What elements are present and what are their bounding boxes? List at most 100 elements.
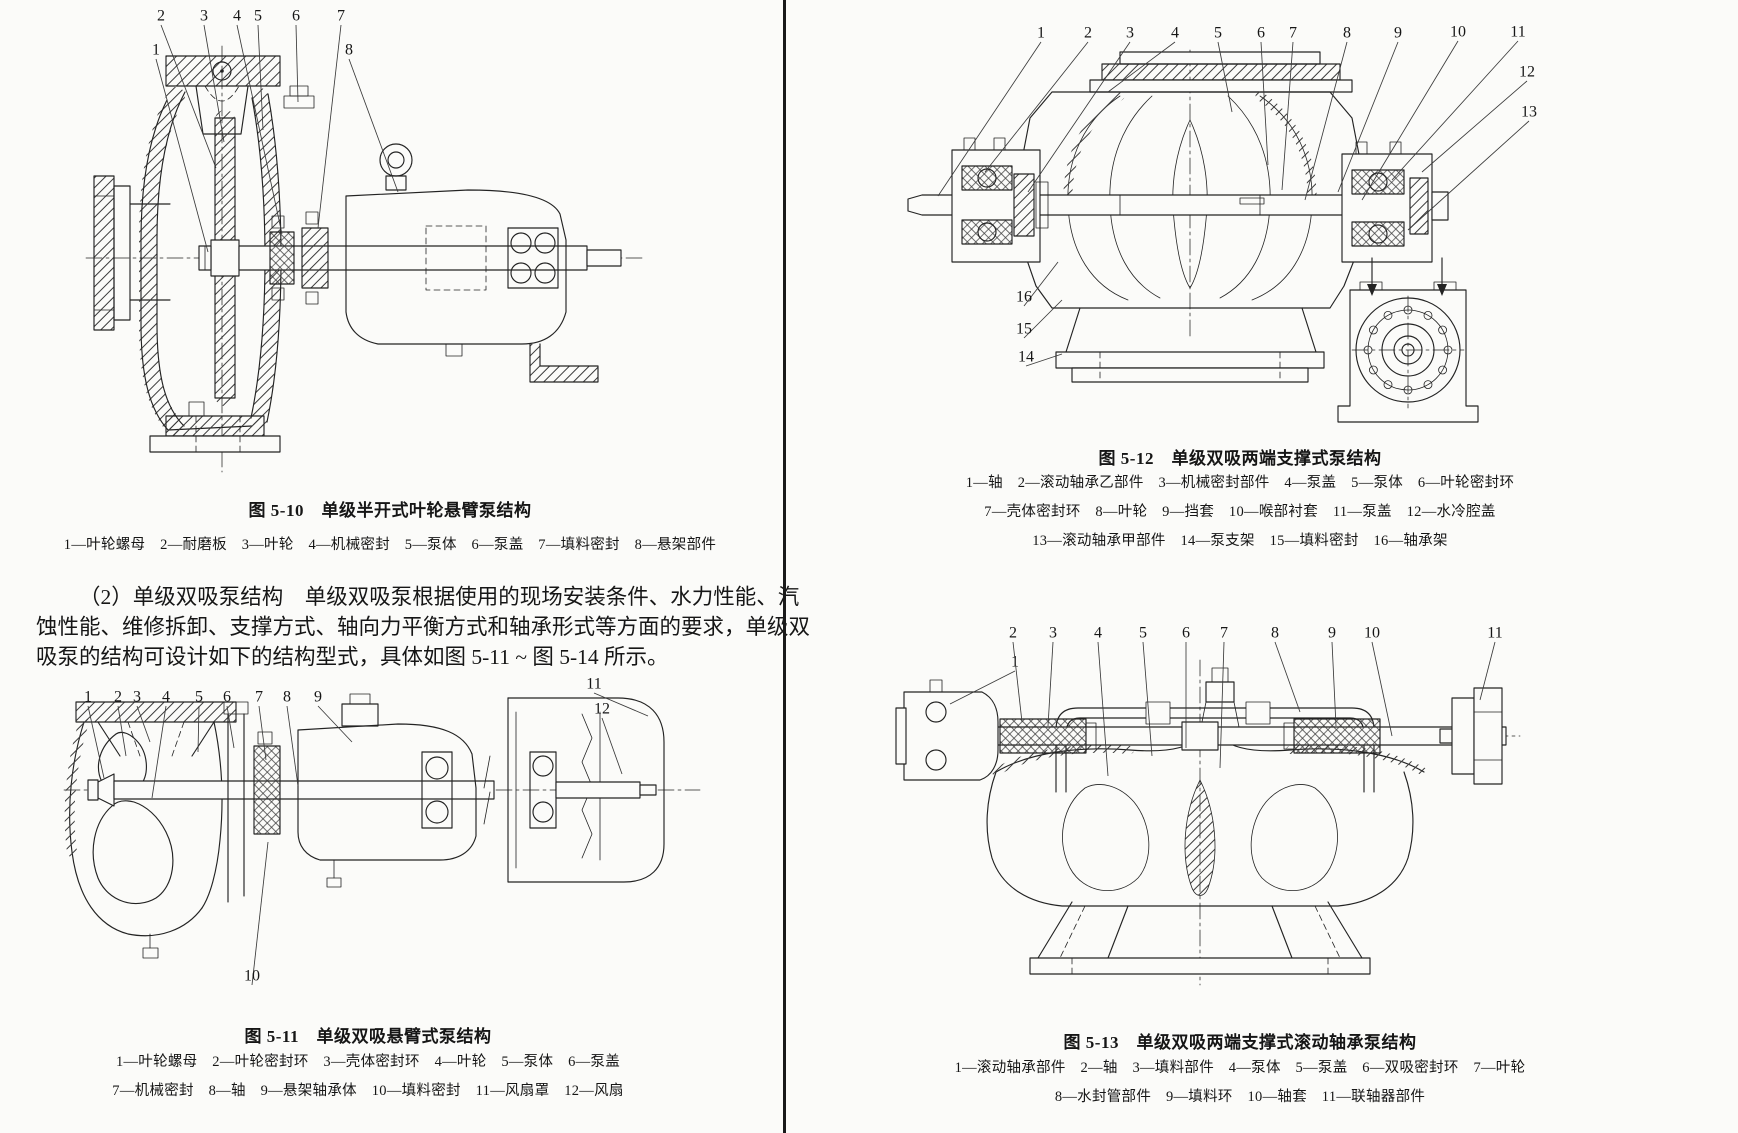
pump-cross-section-art	[895, 659, 1521, 986]
callout-number: 12	[1519, 64, 1535, 81]
figure-5-11-caption: 图 5-11 单级双吸悬臂式泵结构	[244, 1027, 492, 1046]
callout-leader-line	[251, 841, 269, 986]
callout-leader-line	[1331, 641, 1337, 727]
callout-number: 1	[84, 689, 92, 706]
callout-number: 7	[337, 8, 345, 25]
callout-leader-line	[1304, 41, 1348, 201]
legend-line: 8—水封管部件 9—填料环 10—轴套 11—联轴器部件	[1054, 1089, 1426, 1105]
callout-leader-line	[295, 24, 299, 103]
callout-number: 3	[1049, 625, 1057, 642]
callout-leader-line	[1281, 41, 1294, 191]
callout-leader-line	[348, 58, 399, 193]
callout-leader-line	[87, 705, 105, 779]
callout-number: 3	[200, 8, 208, 25]
legend-line: 1—轴 2—滚动轴承乙部件 3—机械密封部件 4—泵盖 5—泵体 6—叶轮密封环	[965, 475, 1515, 491]
callout-leader-line	[1479, 641, 1496, 701]
legend-line: 1—滚动轴承部件 2—轴 3—填料部件 4—泵体 5—泵盖 6—双吸密封环 7—…	[954, 1060, 1526, 1076]
callout-number: 2	[157, 8, 165, 25]
callout-leader-line	[1260, 41, 1269, 166]
callout-number: 4	[162, 689, 170, 706]
callout-number: 10	[244, 968, 260, 985]
callout-leader-line	[1023, 261, 1059, 307]
callout-leader-line	[1012, 641, 1023, 723]
legend-line: 13—滚动轴承甲部件 14—泵支架 15—填料密封 16—轴承架	[1032, 533, 1448, 549]
legend-line: 7—机械密封 8—轴 9—悬架轴承体 10—填料密封 11—风扇罩 12—风扇	[112, 1083, 624, 1099]
callout-leader-line	[117, 705, 127, 757]
callout-leader-line	[1142, 641, 1153, 757]
callout-leader-line	[1274, 641, 1301, 713]
pump-cross-section-art	[63, 693, 701, 959]
callout-number: 8	[1271, 625, 1279, 642]
callout-number: 9	[1394, 25, 1402, 42]
callout-number: 10	[1450, 24, 1466, 41]
callout-leader-line	[317, 24, 342, 229]
callout-number: 4	[233, 8, 241, 25]
callout-number: 12	[594, 701, 610, 718]
legend-line: 7—壳体密封环 8—叶轮 9—挡套 10—喉部衬套 11—泵盖 12—水冷腔盖	[984, 504, 1496, 520]
callout-number: 14	[1018, 349, 1034, 366]
figure-5-13-caption: 图 5-13 单级双吸两端支撑式滚动轴承泵结构	[1063, 1033, 1417, 1052]
callout-leader-line	[601, 717, 623, 775]
callout-leader-line	[1023, 299, 1063, 339]
callout-number: 6	[1182, 625, 1190, 642]
callout-number: 2	[114, 689, 122, 706]
callout-number: 8	[345, 42, 353, 59]
callout-leader-line	[1047, 641, 1054, 727]
callout-number: 11	[1487, 625, 1502, 642]
callout-number: 5	[1214, 25, 1222, 42]
callout-number: 11	[586, 676, 601, 693]
callout-leader-line	[937, 41, 1042, 197]
callout-leader-line	[151, 705, 167, 799]
paragraph-line: 吸泵的结构可设计如下的结构型式，具体如图 5-11 ~ 图 5-14 所示。	[36, 645, 669, 669]
paragraph-line: （2）单级双吸泵结构 单级双吸泵根据使用的现场安装条件、水力性能、汽	[79, 585, 800, 609]
paragraph-line: 蚀性能、维修拆卸、支撑方式、轴向力平衡方式和轴承形式等方面的要求，单级双	[36, 615, 811, 639]
callout-leader-line	[1025, 353, 1063, 367]
callout-leader-line	[286, 705, 299, 787]
callout-leader-line	[1337, 41, 1399, 193]
callout-number: 10	[1364, 625, 1380, 642]
callout-leader-line	[203, 24, 225, 143]
callout-leader-line	[1219, 641, 1225, 769]
callout-leader-line	[197, 705, 200, 753]
column-divider-rule	[783, 0, 786, 1133]
callout-number: 7	[1220, 625, 1228, 642]
callout-number: 3	[133, 689, 141, 706]
callout-leader-line	[593, 692, 649, 717]
callout-leader-line	[257, 24, 264, 131]
callout-leader-line	[1097, 641, 1109, 777]
callout-leader-line	[226, 705, 235, 749]
callout-number: 5	[254, 8, 262, 25]
callout-number: 8	[283, 689, 291, 706]
callout-leader-line	[1421, 80, 1528, 173]
callout-number: 5	[195, 689, 203, 706]
callout-number: 9	[314, 689, 322, 706]
callout-number: 5	[1139, 625, 1147, 642]
pump-cross-section-art	[907, 49, 1479, 423]
callout-leader-line	[1107, 41, 1176, 93]
callout-number: 4	[1094, 625, 1102, 642]
callout-number: 13	[1521, 104, 1537, 121]
callout-number: 9	[1328, 625, 1336, 642]
callout-leader-line	[1361, 40, 1459, 201]
callout-leader-line	[160, 24, 217, 169]
callout-number: 15	[1016, 321, 1032, 338]
figure-5-11-legend: 1—叶轮螺母 2—叶轮密封环 3—壳体密封环 4—叶轮 5—泵体 6—泵盖 7—…	[10, 1051, 726, 1109]
callout-number: 3	[1126, 25, 1134, 42]
callout-leader-line	[984, 41, 1089, 173]
figure-5-10-caption: 图 5-10 单级半开式叶轮悬臂泵结构	[248, 501, 532, 520]
figure-5-12-caption: 图 5-12 单级双吸两端支撑式泵结构	[1098, 449, 1382, 468]
callout-leader-line	[317, 705, 353, 743]
callout-number: 8	[1343, 25, 1351, 42]
callout-number: 1	[152, 42, 160, 59]
callout-number: 16	[1016, 289, 1032, 306]
body-paragraph: （2）单级双吸泵结构 单级双吸泵根据使用的现场安装条件、水力性能、汽 蚀性能、维…	[36, 582, 811, 672]
callout-number: 7	[1289, 25, 1297, 42]
callout-leader-line	[236, 24, 283, 235]
legend-line: 1—叶轮螺母 2—耐磨板 3—叶轮 4—机械密封 5—泵体 6—泵盖 7—填料密…	[63, 537, 717, 553]
callout-number: 7	[255, 689, 263, 706]
